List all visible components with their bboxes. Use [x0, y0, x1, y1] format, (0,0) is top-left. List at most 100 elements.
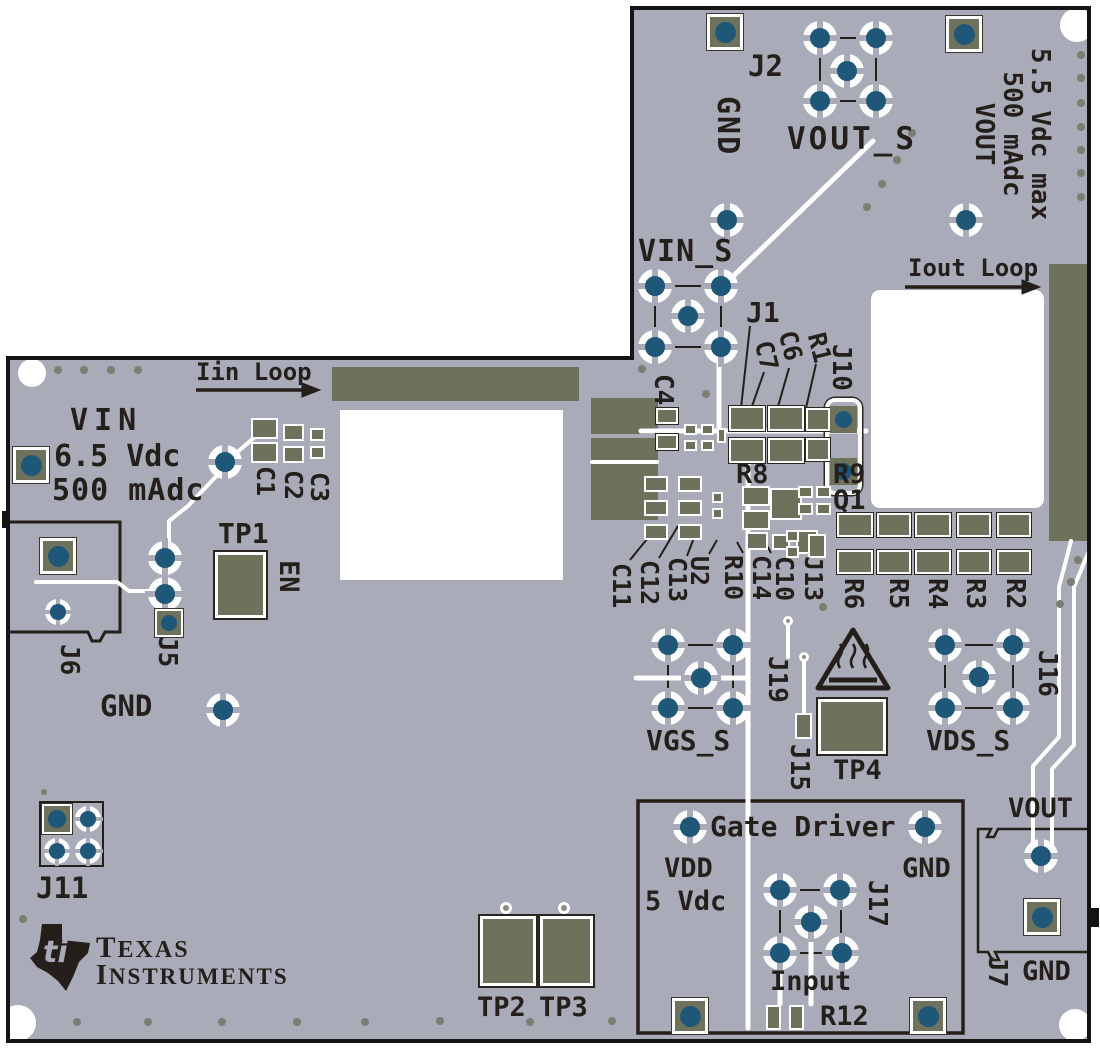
- ref-j6: J6: [54, 644, 84, 676]
- label-vds-s: VDS_S: [926, 724, 1011, 757]
- ref-j7: J7: [982, 956, 1012, 988]
- j2-hole: [855, 80, 897, 122]
- vin-s-hole: [700, 326, 742, 368]
- vgs-s-hole: [647, 687, 689, 729]
- gate-gnd-hole: [904, 806, 946, 848]
- j10-pad: [830, 458, 857, 485]
- ref-r9: R9: [833, 459, 866, 490]
- ref-r2: R2: [1000, 578, 1030, 610]
- r8-pad: [742, 510, 770, 530]
- u2-pad: [712, 508, 723, 519]
- label-gate-driver: Gate Driver: [710, 810, 896, 843]
- r5-pad: [876, 512, 912, 538]
- c11-pad: [678, 476, 702, 492]
- vds-s-hole: [992, 624, 1034, 666]
- j7-hole: [1020, 835, 1062, 877]
- c6-pad: [767, 405, 805, 432]
- r5-pad: [876, 549, 912, 575]
- ref-tp1: TP1: [218, 517, 269, 550]
- ref-tp4: TP4: [833, 755, 882, 786]
- label-vin-current: 500 mAdc: [52, 473, 205, 508]
- label-vout-out: VOUT: [1008, 793, 1074, 824]
- logo-text-instruments: Instruments: [96, 960, 289, 991]
- tp3-pad: [538, 914, 595, 988]
- ref-c10: C10: [770, 556, 799, 602]
- q1-pad: [816, 503, 831, 515]
- ref-j11: J11: [36, 871, 89, 905]
- plated-hole: [706, 199, 748, 241]
- r12-pad: [789, 1005, 804, 1030]
- ref-r12: R12: [820, 1001, 869, 1032]
- j11-hole: [72, 835, 104, 867]
- c3-pad: [310, 428, 325, 441]
- ref-c2: C2: [279, 470, 308, 501]
- ref-tp3: TP3: [539, 992, 588, 1023]
- j2-hole: [826, 50, 868, 92]
- ref-j15: J15: [784, 744, 814, 791]
- r3-pad: [956, 549, 992, 575]
- ref-j17: J17: [862, 880, 892, 927]
- ref-j5: J5: [152, 636, 182, 668]
- q1-pad: [816, 486, 831, 498]
- label-vout-s: VOUT_S: [787, 121, 917, 157]
- vin-s-hole: [634, 265, 676, 307]
- r12-pad: [766, 1005, 781, 1030]
- gate-gnd-hole: [669, 806, 711, 848]
- ref-tp2: TP2: [477, 992, 526, 1023]
- vin-s-hole: [634, 326, 676, 368]
- q1-pad: [798, 486, 813, 498]
- smd-pad: [684, 424, 697, 435]
- c10-pad: [786, 546, 799, 558]
- c2-pad: [283, 446, 304, 463]
- label-vdd-volts: 5 Vdc: [645, 886, 727, 917]
- tp2-pad: [478, 914, 538, 988]
- c11-pad: [644, 476, 668, 492]
- r4-pad: [914, 549, 952, 575]
- vgs-s-hole: [647, 624, 689, 666]
- c7-pad: [728, 437, 766, 464]
- label-iin-loop: Iin Loop: [196, 358, 312, 386]
- plated-hole: [202, 689, 244, 731]
- vin-s-hole: [700, 265, 742, 307]
- white-areas: [340, 290, 1044, 580]
- j17-hole: [759, 869, 801, 911]
- j6-pin1-pad: [39, 537, 77, 575]
- c4-pad: [655, 433, 679, 451]
- ref-c12: C12: [635, 560, 664, 606]
- j11-pin1-pad: [41, 803, 73, 835]
- vgs-s-hole: [680, 657, 722, 699]
- via-stubs: [783, 616, 809, 662]
- j17-hole: [821, 932, 863, 974]
- j7-pad: [1023, 898, 1061, 936]
- ref-u2: U2: [685, 556, 714, 587]
- tp4-pad: [816, 697, 888, 756]
- tp3-via: [558, 902, 570, 914]
- smd-pad: [746, 532, 768, 550]
- r6-pad: [836, 512, 874, 538]
- vgs-s-hole: [712, 687, 754, 729]
- r2-pad: [996, 549, 1032, 575]
- c14-pad: [786, 530, 799, 542]
- label-en: EN: [273, 560, 304, 593]
- q1-pad: [798, 503, 813, 515]
- c4-pad: [655, 407, 679, 425]
- label-gnd-left: GND: [100, 689, 153, 723]
- hot-surface-icon: [815, 627, 891, 691]
- r1-pad: [805, 407, 831, 432]
- j5-pad: [154, 608, 184, 638]
- label-output-rating: 5.5 Vdc max 500 mAdc VOUT: [968, 47, 1055, 221]
- label-vdd: VDD: [664, 853, 713, 884]
- label-gnd-out: GND: [1022, 956, 1071, 987]
- ref-j10: J10: [826, 344, 856, 391]
- c2-pad: [283, 424, 304, 441]
- r2-pad: [996, 512, 1032, 538]
- j6-hole: [42, 596, 74, 628]
- ref-c3: C3: [305, 472, 334, 503]
- copper-regions: [332, 264, 1089, 541]
- tp2-via: [500, 902, 512, 914]
- j5-hole: [144, 573, 186, 615]
- label-vin: VIN: [70, 403, 143, 438]
- r6-pad: [836, 549, 874, 575]
- r4-pad: [914, 512, 952, 538]
